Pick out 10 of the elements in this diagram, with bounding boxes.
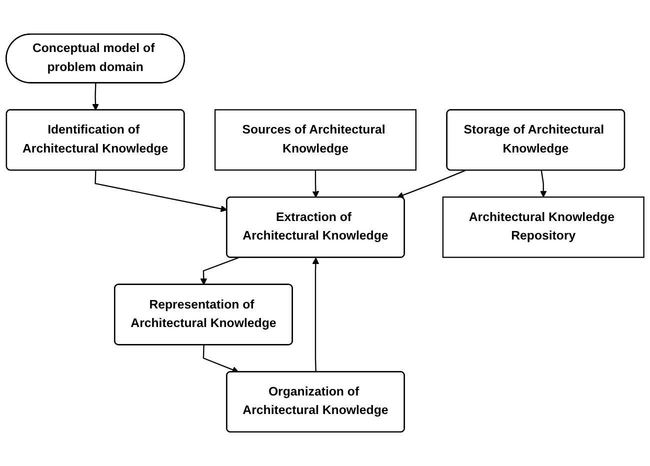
arrow xyxy=(312,170,320,198)
arrow xyxy=(312,257,320,372)
node-box: Architectural Knowledge Repository xyxy=(442,196,644,258)
arrow xyxy=(92,83,99,110)
arrow xyxy=(200,257,239,286)
arrow xyxy=(540,170,547,198)
node-box: Sources of Architectural Knowledge xyxy=(214,109,416,171)
arrow xyxy=(396,170,466,198)
arrow xyxy=(94,170,228,212)
arrow xyxy=(202,345,239,373)
